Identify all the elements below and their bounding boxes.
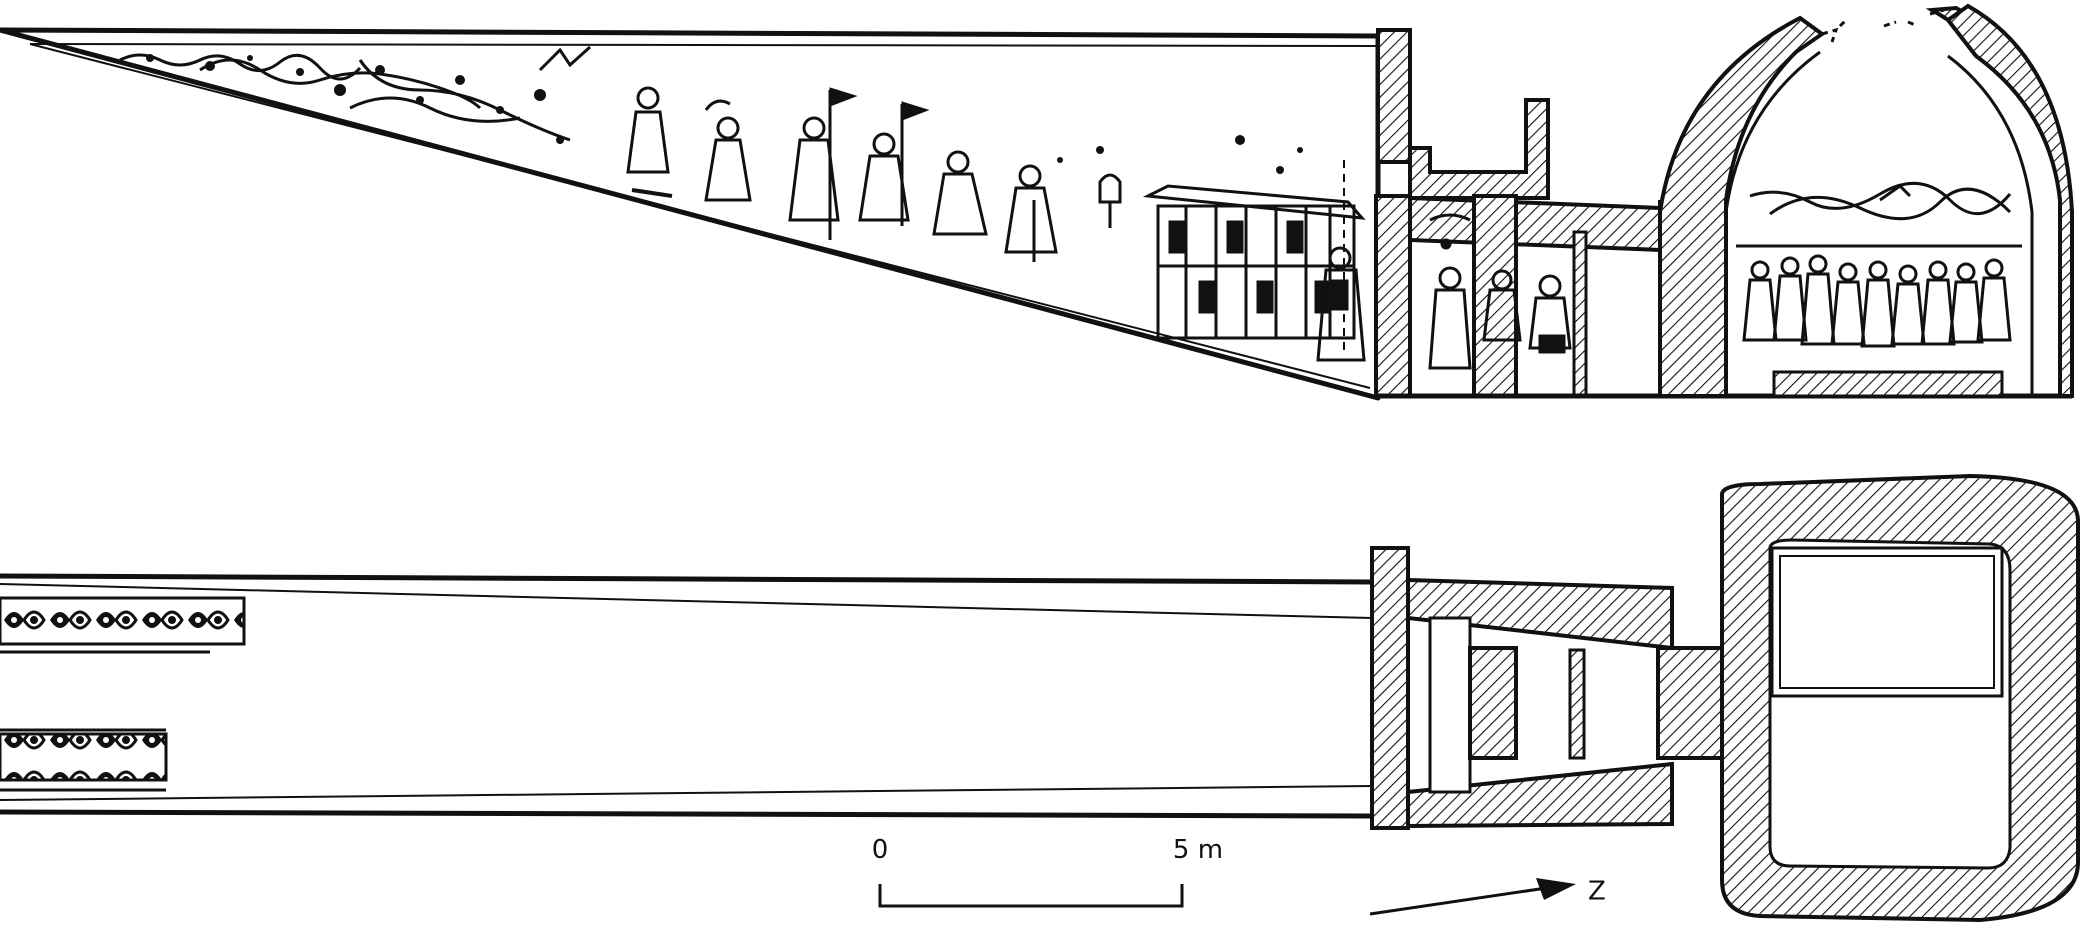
- chamber-mural: [1742, 181, 2012, 348]
- mural-figure: [1004, 164, 1058, 262]
- scale-bar-start-label: 0: [872, 835, 889, 865]
- mural-procession: [119, 45, 1366, 362]
- mural-dragon-cloud: [119, 45, 592, 142]
- section-view: [0, 3, 2074, 401]
- mural-figure: [626, 86, 673, 198]
- plan-decorative-frieze: [0, 596, 246, 792]
- plan-passage: [0, 573, 1373, 819]
- mural-figure-with-banner: [788, 87, 858, 240]
- plan-view: Z 0 5 m: [0, 473, 2080, 923]
- section-burial-chamber: [1658, 3, 2074, 398]
- mural-figure: [1098, 173, 1122, 228]
- scale-bar-end-label: 5 m: [1173, 835, 1223, 865]
- mural-figure-with-banner: [858, 101, 930, 226]
- north-arrow-label: Z: [1588, 877, 1606, 907]
- scale-bar: 0 5 m: [872, 835, 1223, 908]
- coffin-platform: [1770, 546, 2004, 698]
- mural-palanquin: [1142, 184, 1366, 340]
- corridor-mural-figures: [1428, 213, 1716, 370]
- mural-attendant: [1316, 160, 1366, 362]
- chamber-mural-figures: [1742, 254, 2012, 348]
- mural-figure: [932, 150, 988, 236]
- plan-burial-chamber: [1719, 473, 2080, 923]
- mural-speckles: [146, 54, 1303, 174]
- passage-section-wedge: [0, 27, 1381, 401]
- mural-figure: [704, 99, 752, 202]
- section-entrance-wall: [1374, 28, 1550, 398]
- north-arrow: Z: [1369, 877, 1606, 916]
- plan-entrance-and-corridor: [1370, 546, 1726, 830]
